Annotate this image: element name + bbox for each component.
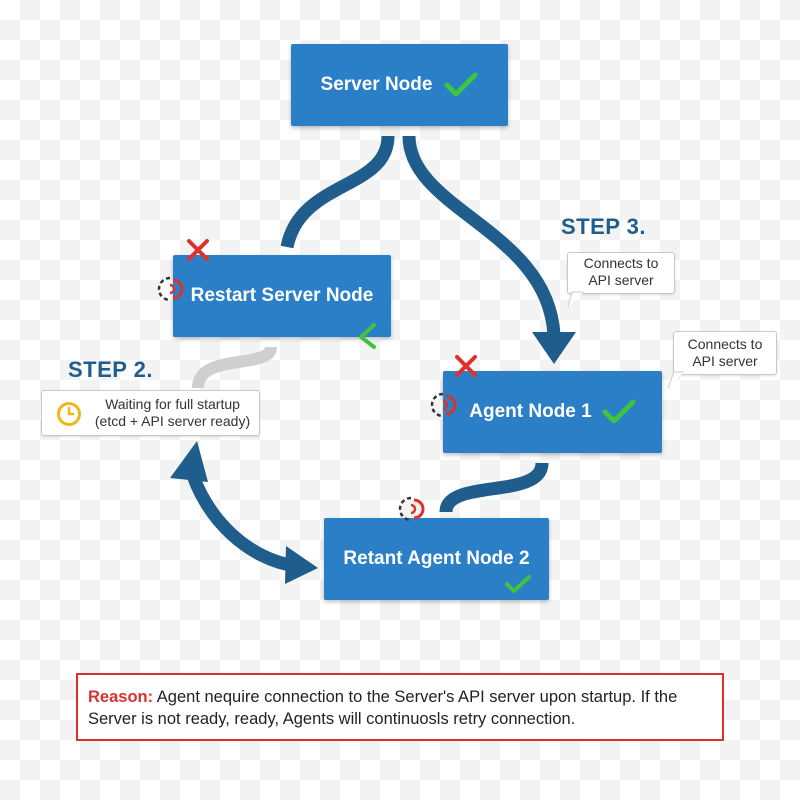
- callout-agent: Connects to API server: [673, 331, 777, 375]
- callout-wait-line2: (etcd + API server ready): [94, 413, 251, 429]
- callout-pointer: [567, 291, 584, 308]
- check-icon: [505, 575, 531, 593]
- reason-label: Reason:: [88, 688, 154, 706]
- step-3-label: STEP 3.: [561, 214, 647, 239]
- x-icon: [187, 239, 209, 261]
- callout-pointer: [667, 371, 684, 389]
- arrow-head-wait: [170, 441, 208, 482]
- arrow-server-to-agent1: [402, 135, 561, 336]
- connector-restart-to-wait: [192, 345, 277, 389]
- callout-wait-line1: Waiting for full startup: [105, 396, 240, 412]
- clock-icon: [57, 402, 81, 426]
- arrow-head-agent1: [532, 332, 576, 364]
- check-icon: [444, 72, 478, 97]
- agent-node-2-label: Retant Agent Node 2: [343, 548, 530, 569]
- callout-agent-line1: Connects to: [687, 336, 763, 352]
- callout-agent-line2: API server: [692, 353, 758, 369]
- server-node-label: Server Node: [320, 74, 433, 95]
- arrow-server-to-restart: [280, 135, 395, 249]
- agent-node-2[interactable]: Retant Agent Node 2: [324, 518, 549, 600]
- arrow-agent1-to-agent2: [439, 461, 549, 514]
- arrow-wait-agent2: [183, 464, 298, 573]
- check-icon: [359, 323, 376, 349]
- restart-icon: [398, 496, 425, 522]
- reason-box: Reason: Agent nequire connection to the …: [76, 673, 724, 741]
- restart-icon: [430, 392, 457, 418]
- restart-server-node[interactable]: Restart Server Node: [173, 255, 391, 337]
- reason-text: Agent nequire connection to the Server's…: [88, 688, 678, 728]
- arrow-head-agent2: [285, 546, 318, 584]
- restart-server-node-label: Restart Server Node: [190, 285, 374, 306]
- check-icon: [602, 399, 636, 424]
- callout-step3-line1: Connects to: [583, 255, 659, 271]
- server-node[interactable]: Server Node: [291, 44, 508, 126]
- agent-node-1-label: Agent Node 1: [469, 401, 592, 422]
- callout-step3-line2: API server: [588, 272, 654, 288]
- x-icon: [455, 355, 477, 377]
- callout-step3: Connects to API server: [567, 252, 675, 294]
- step-2-label: STEP 2.: [68, 357, 154, 382]
- restart-icon: [157, 276, 184, 302]
- agent-node-1[interactable]: Agent Node 1: [443, 371, 662, 453]
- callout-wait: Waiting for full startup (etcd + API ser…: [41, 390, 260, 436]
